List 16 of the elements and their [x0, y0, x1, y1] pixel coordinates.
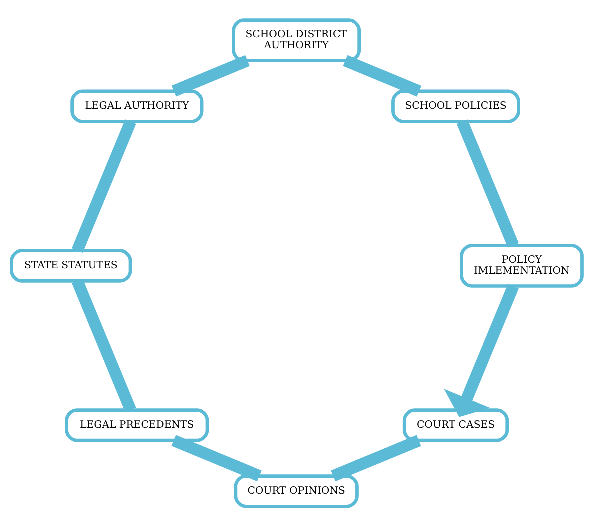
- node-box: STATE STATUTES: [10, 249, 132, 283]
- node-box: COURT CASES: [402, 408, 510, 442]
- node-box: LEGAL AUTHORITY: [70, 90, 204, 124]
- connector: [72, 279, 136, 412]
- connector: [72, 120, 136, 253]
- node-box: SCHOOL DISTRICT AUTHORITY: [232, 18, 362, 62]
- node-box: COURT OPINIONS: [234, 474, 359, 508]
- node-box: SCHOOL POLICIES: [392, 90, 520, 124]
- connector: [343, 55, 422, 97]
- connector: [456, 120, 519, 248]
- connector: [172, 55, 250, 97]
- connector: [172, 435, 262, 482]
- arrow: [444, 284, 519, 418]
- connector: [331, 435, 422, 482]
- node-box: POLICY IMLEMENTATION: [460, 244, 584, 288]
- node-box: LEGAL PRECEDENTS: [65, 408, 210, 442]
